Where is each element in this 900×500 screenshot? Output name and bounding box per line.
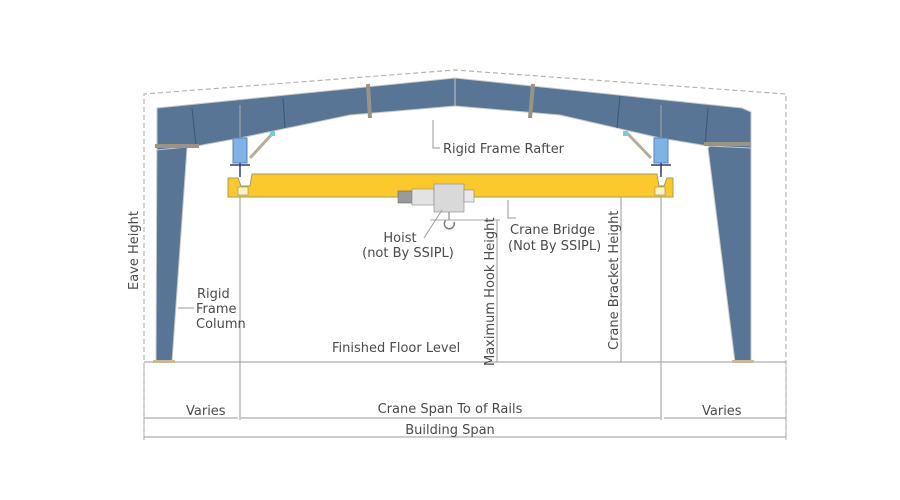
hoist-leader: [423, 209, 443, 239]
crane-span-label: Crane Span To of Rails: [378, 402, 523, 417]
eave-height-label: Eave Height: [127, 211, 142, 290]
right-crane-bracket: [623, 105, 671, 177]
rafter-splice: [616, 95, 621, 129]
max-hook-height-label: Maximum Hook Height: [483, 217, 498, 366]
varies-right-label: Varies: [702, 404, 742, 419]
right-rafter: [454, 77, 752, 149]
bridge-label-line1: Crane Bridge: [510, 223, 595, 238]
hoist-label-line1: Hoist: [383, 231, 416, 246]
bridge-label-line2: (Not By SSIPL): [508, 239, 601, 254]
end-truck-right: [654, 186, 666, 196]
envelope-outline: [143, 69, 787, 440]
rafter-splice: [191, 107, 197, 147]
right-column: [707, 111, 752, 363]
rafter-leader: [432, 120, 440, 149]
rafter-label: Rigid Frame Rafter: [443, 142, 565, 157]
left-rafter: [156, 77, 456, 151]
hoist: [397, 183, 475, 230]
base-plate-right: [732, 360, 754, 363]
crane-bracket-height-label: Crane Bracket Height: [607, 211, 622, 350]
left-crane-bracket: [230, 105, 275, 177]
rafter-splice-plate-right: [528, 83, 535, 119]
base-plate-left: [153, 360, 175, 363]
rafter-splice: [704, 107, 709, 147]
rafter-splice: [282, 97, 286, 129]
column-label-line2: Frame: [196, 302, 237, 317]
building-span-label: Building Span: [405, 423, 495, 438]
column-label-line1: Rigid: [197, 287, 230, 302]
hoist-label-line2: (not By SSIPL): [362, 246, 454, 261]
column-label-line3: Column: [196, 317, 246, 332]
varies-left-label: Varies: [186, 404, 226, 419]
floor-level-label: Finished Floor Level: [332, 341, 460, 356]
bridge-leader: [507, 200, 516, 219]
end-truck-left: [237, 186, 249, 196]
rafter-splice-plate-left: [366, 83, 372, 119]
